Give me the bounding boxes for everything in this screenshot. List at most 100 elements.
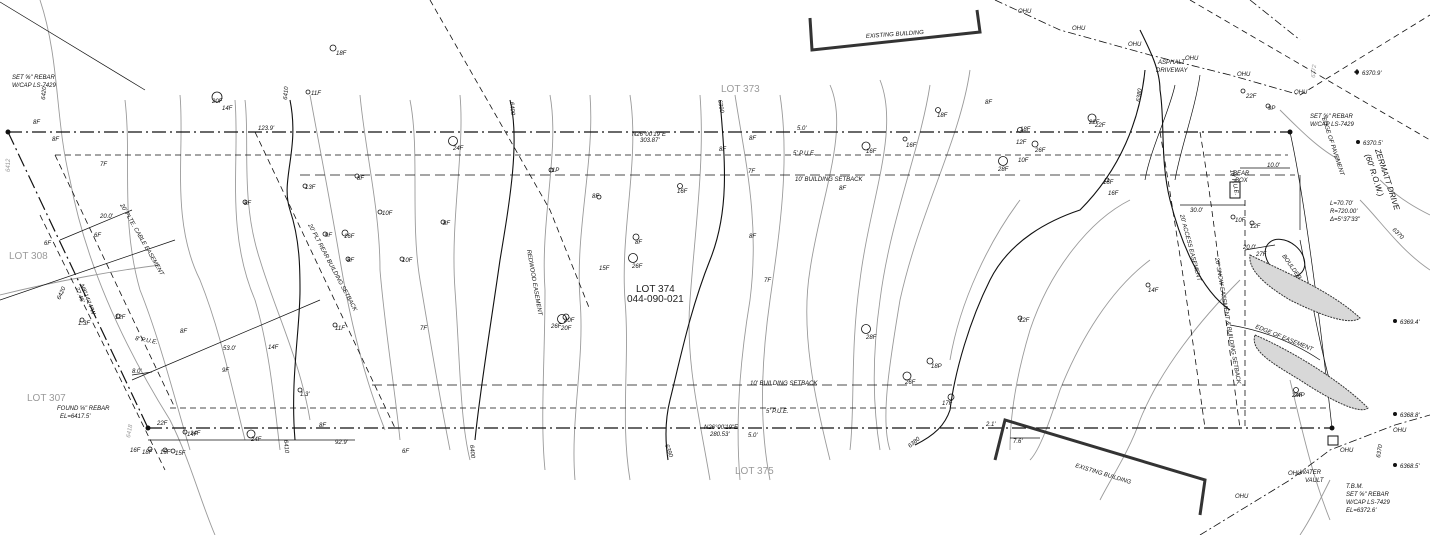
lot-374-apn: 044-090-021 bbox=[627, 294, 684, 305]
contour-6420-lower: 6420 bbox=[56, 286, 67, 301]
dim-8: 8.0' bbox=[132, 369, 142, 375]
easement-labels: 5' P.U.E. 5' P.U.E. 8' P.U.E. 10' BUILDI… bbox=[118, 151, 1315, 415]
ohu-1: OHU bbox=[1018, 9, 1032, 15]
dim-10-east: 10.0' bbox=[1267, 163, 1281, 169]
spot-elevations: 6370.9' 6370.5' 6369.4' 6368.8' 6368.5' bbox=[1362, 71, 1420, 470]
contour-6400-top: 6400 bbox=[508, 102, 515, 116]
bear-box-label-2: BOX bbox=[1235, 178, 1249, 184]
tree-label: 26F bbox=[550, 324, 562, 330]
tree-label: 16F bbox=[1108, 191, 1119, 197]
tree-label: 10F bbox=[402, 258, 413, 264]
tree-label: 8F bbox=[244, 201, 251, 207]
contour-6370-south: 6370 bbox=[1376, 444, 1384, 459]
tree-label: 8F bbox=[839, 186, 846, 192]
tree-label: 1.3F bbox=[78, 321, 90, 327]
tree-labels: 18F 11F 20F 14F 8F 8F 7F 6F 13F 24F 8F 1… bbox=[33, 51, 1305, 457]
dim-30: 30.0' bbox=[1190, 208, 1204, 214]
ohu-5: OHU bbox=[1237, 72, 1251, 78]
tree-label: 14F bbox=[190, 431, 201, 437]
dim-5-north: 5.0' bbox=[797, 126, 807, 132]
tree-label: 18F bbox=[1020, 127, 1031, 133]
south-bearing: N26°00'19"E bbox=[704, 425, 739, 431]
tree-label: 8F bbox=[33, 120, 40, 126]
tree-label: 12F bbox=[1019, 318, 1030, 324]
tree-label: 28F bbox=[997, 167, 1009, 173]
tree-label: 9P bbox=[1268, 106, 1275, 112]
dimension-labels: 123.9' 92.9' 53.0' 20.0' 8.0' 5.0' 5.0' … bbox=[99, 126, 1281, 446]
setback-north-label: 10' BUILDING SETBACK bbox=[795, 177, 863, 183]
contour-6380-top: 6380 bbox=[1136, 88, 1144, 103]
water-vault bbox=[1327, 435, 1339, 446]
tree-label: 14F bbox=[222, 106, 233, 112]
tree-label: 7F bbox=[748, 169, 755, 175]
tree-label: 20F bbox=[211, 99, 223, 105]
street-labels: ZERMATT DRIVE (60' R.O.W.) EDGE OF PAVEM… bbox=[1320, 117, 1401, 212]
tree-label: 1.3' bbox=[300, 392, 310, 398]
tree-label: 6F bbox=[94, 233, 101, 239]
lot-labels: LOT 374 044-090-021 LOT 373 LOT 375 LOT … bbox=[9, 84, 774, 477]
north-distance: 303.87' bbox=[640, 138, 660, 144]
tree-label: 8F bbox=[985, 100, 992, 106]
lot-308-label: LOT 308 bbox=[9, 251, 48, 262]
spot-elev-3: 6369.4' bbox=[1400, 320, 1420, 326]
tree-label: 16F bbox=[906, 143, 917, 149]
tree-label: 27F bbox=[1255, 252, 1267, 258]
tree-label: 18F bbox=[937, 113, 948, 119]
tree-label: 22F bbox=[1088, 120, 1100, 126]
tbm-line2: SET ⅝" REBAR bbox=[1346, 492, 1389, 498]
nw-monument-line2: W/CAP LS-7429 bbox=[12, 83, 56, 89]
ohu-6: OHU bbox=[1294, 90, 1308, 96]
tree-label: 15F bbox=[175, 451, 186, 457]
bearing-labels: N26°00'19"E 303.87' N26°00'19"E 280.53' … bbox=[73, 132, 1361, 438]
tree-label: 15F bbox=[1103, 180, 1114, 186]
dim-20-west: 20.0' bbox=[99, 214, 114, 220]
site-features bbox=[1144, 74, 1369, 446]
tbm-line1: T.B.M. bbox=[1346, 484, 1363, 490]
dim-53: 53.0' bbox=[223, 346, 237, 352]
tree-label: 22F bbox=[1094, 123, 1106, 129]
lot-374-label: LOT 374 bbox=[636, 284, 675, 295]
dim-5-south: 5.0' bbox=[748, 433, 758, 439]
tree-label: 8F bbox=[635, 240, 642, 246]
dim-20-east: 20.0' bbox=[1242, 245, 1257, 251]
tree-label: 11F bbox=[335, 326, 345, 332]
vault-label-2: VAULT bbox=[1305, 478, 1325, 484]
dim-2-1: 2.1' bbox=[985, 422, 996, 428]
rock-outcrop-south bbox=[1253, 334, 1369, 411]
curve-radius: R=720.00' bbox=[1330, 209, 1358, 215]
bear-box bbox=[1229, 181, 1241, 199]
tbm-line3: W/CAP LS-7429 bbox=[1346, 500, 1390, 506]
contour-6418-label: 6418 bbox=[126, 424, 134, 439]
tree-markers bbox=[79, 44, 1299, 454]
driveway-label-2: DRIVEWAY bbox=[1156, 68, 1188, 74]
tree-label: 14F bbox=[1148, 288, 1159, 294]
tree-label: 24F bbox=[1291, 393, 1303, 399]
tree-label: 8F bbox=[52, 137, 59, 143]
tree-label: 8F bbox=[592, 194, 599, 200]
tree-label: 16F bbox=[130, 448, 141, 454]
tree-label: 15F bbox=[160, 450, 171, 456]
pue-south-label: 5' P.U.E. bbox=[766, 409, 789, 415]
contour-6370-east: 6370 bbox=[1391, 227, 1405, 241]
tree-label: 12F bbox=[1016, 140, 1027, 146]
tree-label: 26F bbox=[631, 264, 643, 270]
cable-easement-label: 20' PLTE. CABLE EASEMENT bbox=[118, 202, 165, 278]
sw-monument-line1: FOUND ⅝" REBAR bbox=[57, 406, 110, 412]
feature-labels: ASPHALT DRIVEWAY BOULDER BEAR BOX WATER … bbox=[1018, 9, 1407, 500]
contour-6372-label: 6372 bbox=[1311, 64, 1318, 78]
ohu-2: OHU bbox=[1072, 26, 1086, 32]
tree-label: 26F bbox=[904, 380, 916, 386]
dim-7-6: 7.6' bbox=[1013, 439, 1023, 445]
access-easement-label: 20' ACCESS EASEMENT bbox=[1178, 213, 1202, 283]
spot-elev-2: 6370.5' bbox=[1363, 141, 1383, 147]
bear-box-label-1: BEAR bbox=[1233, 171, 1250, 177]
redwood-easement-label: REDWOOD EASEMENT bbox=[525, 249, 543, 317]
tree-label: 10F bbox=[1235, 218, 1246, 224]
tree-label: 8F bbox=[749, 136, 756, 142]
dim-92: 92.9' bbox=[335, 440, 349, 446]
nw-monument-line1: SET ⅝" REBAR bbox=[12, 75, 55, 81]
contour-6410-top: 6410 bbox=[283, 86, 290, 100]
tree-label: 10F bbox=[382, 211, 393, 217]
lot-373-label: LOT 373 bbox=[721, 84, 760, 95]
